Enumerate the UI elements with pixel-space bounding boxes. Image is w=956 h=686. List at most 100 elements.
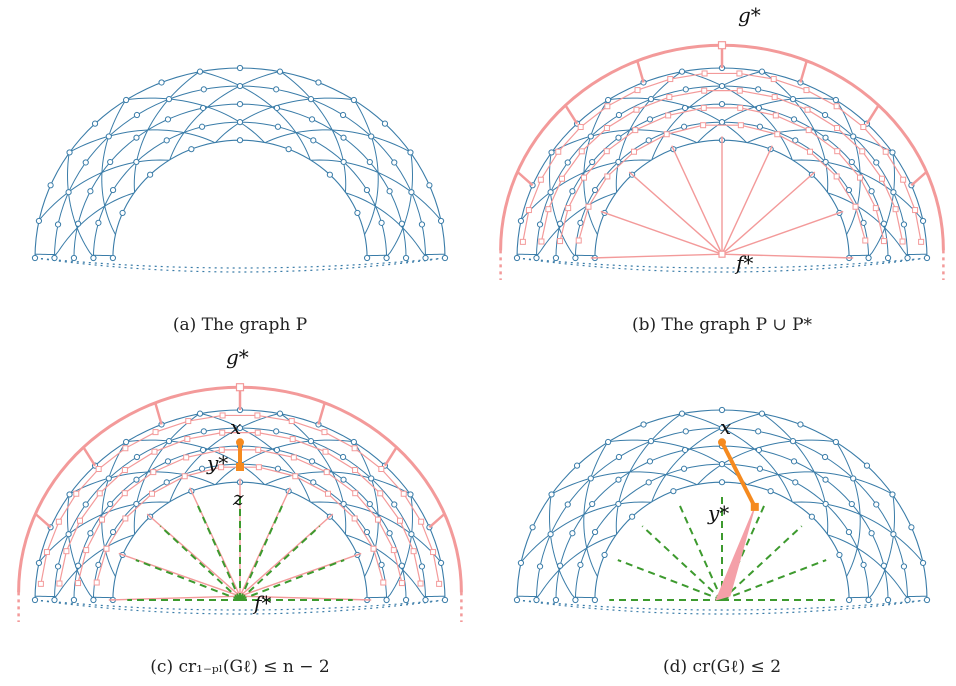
primal-vertex <box>923 254 931 262</box>
dual-vertex <box>56 580 63 587</box>
dual-spoke-outer <box>516 170 534 187</box>
dual-vertex <box>410 548 417 555</box>
dual-vertex <box>862 237 869 244</box>
primal-vertex <box>670 488 677 495</box>
primal-vertex <box>517 559 525 567</box>
dual-vertex <box>603 125 610 132</box>
dual-spoke-outer <box>82 446 97 467</box>
primal-vertex <box>821 111 829 119</box>
primal-vertex <box>236 82 244 90</box>
primal-vertex <box>133 158 140 166</box>
primal-vertex <box>529 524 536 531</box>
primal-vertex <box>51 596 58 604</box>
dual-vertex <box>804 106 811 113</box>
dual-vertex <box>351 515 358 522</box>
dual-vertex <box>665 112 672 119</box>
dual-vertex <box>398 580 405 587</box>
primal-vertex <box>547 189 554 196</box>
dual-vertex <box>899 238 906 245</box>
dual-vertex <box>834 148 841 155</box>
primal-vertex <box>95 219 102 226</box>
dual-spoke-outer <box>383 446 398 467</box>
primal-vertex <box>35 217 43 225</box>
dual-vertex <box>93 579 100 586</box>
primal-vertex <box>845 528 853 536</box>
primal-vertex <box>408 531 415 538</box>
dual-vertex <box>736 70 743 77</box>
primal-vertex <box>548 149 555 156</box>
dual-vertex <box>324 490 331 497</box>
primal-vertex <box>188 146 195 153</box>
dotted-base-curve <box>516 257 928 269</box>
dual-vertex <box>292 473 299 480</box>
primal-vertex <box>165 96 173 103</box>
dual-fan-edge <box>721 171 816 255</box>
primal-vertex <box>407 149 414 156</box>
primal-vertex <box>315 79 322 86</box>
primal-vertex <box>95 561 102 568</box>
dual-fan-edge <box>721 145 773 255</box>
primal-vertex <box>51 254 58 262</box>
primal-vertex <box>821 453 829 461</box>
primal-vertex <box>340 134 347 141</box>
dual-vertex <box>150 469 157 476</box>
panel-c <box>17 383 463 622</box>
primal-vertex <box>789 438 797 445</box>
dual-vertex <box>321 429 328 436</box>
primal-vertex <box>65 531 72 538</box>
green-dashed-edge <box>195 503 241 601</box>
primal-vertex <box>548 491 555 498</box>
primal-vertex <box>364 254 371 262</box>
green-dashed-edge <box>721 525 803 601</box>
dual-vertex <box>122 445 129 452</box>
primal-vertex <box>890 189 897 196</box>
primal-vertex <box>564 159 571 166</box>
lattice-curve <box>827 534 927 598</box>
primal-vertex <box>386 530 393 537</box>
primal-vertex <box>789 96 797 103</box>
dual-vertex <box>736 87 743 94</box>
primal-vertex <box>378 561 385 568</box>
dual-spoke-outer <box>865 104 880 125</box>
primal-vertex <box>310 479 317 486</box>
primal-vertex <box>391 159 398 166</box>
panel-d <box>513 406 931 615</box>
primal-vertex <box>564 501 571 508</box>
dual-vertex-g-star <box>235 383 245 392</box>
primal-vertex <box>308 458 316 465</box>
dotted-base-curve <box>516 257 928 273</box>
dual-vertex <box>255 464 262 471</box>
dual-ring <box>559 107 885 242</box>
primal-vertex <box>846 596 853 604</box>
dotted-base-curve <box>516 599 928 611</box>
primal-vertex <box>792 479 799 486</box>
primal-vertex <box>589 158 596 166</box>
dual-vertex <box>519 238 526 245</box>
primal-vertex <box>865 596 872 604</box>
primal-vertex <box>426 182 433 189</box>
dual-ring <box>578 124 866 241</box>
primal-vertex <box>573 462 581 469</box>
primal-vertex <box>164 116 172 123</box>
primal-vertex <box>569 188 576 195</box>
primal-vertex <box>646 458 654 465</box>
primal-vertex <box>591 528 599 536</box>
green-dashed-edge <box>239 503 285 601</box>
dual-vertex <box>632 127 639 134</box>
primal-vertex <box>850 133 857 140</box>
dual-vertex <box>833 173 840 180</box>
primal-vertex <box>822 500 829 508</box>
primal-vertex <box>273 428 280 435</box>
primal-vertex <box>402 254 410 262</box>
primal-vertex <box>350 96 357 104</box>
green-dashed-edge <box>677 503 723 601</box>
dual-vertex <box>76 517 83 524</box>
primal-vertex <box>681 446 689 454</box>
primal-vertex <box>718 406 726 414</box>
vertex-y-star <box>750 502 759 511</box>
primal-vertex <box>880 562 887 569</box>
primal-vertex <box>808 513 815 520</box>
dual-spoke-outer <box>34 512 52 529</box>
caption-c: (c) cr₁₋ₚₗ(Gℓ) ≤ n − 2 <box>150 657 329 677</box>
primal-vertex <box>718 101 726 108</box>
